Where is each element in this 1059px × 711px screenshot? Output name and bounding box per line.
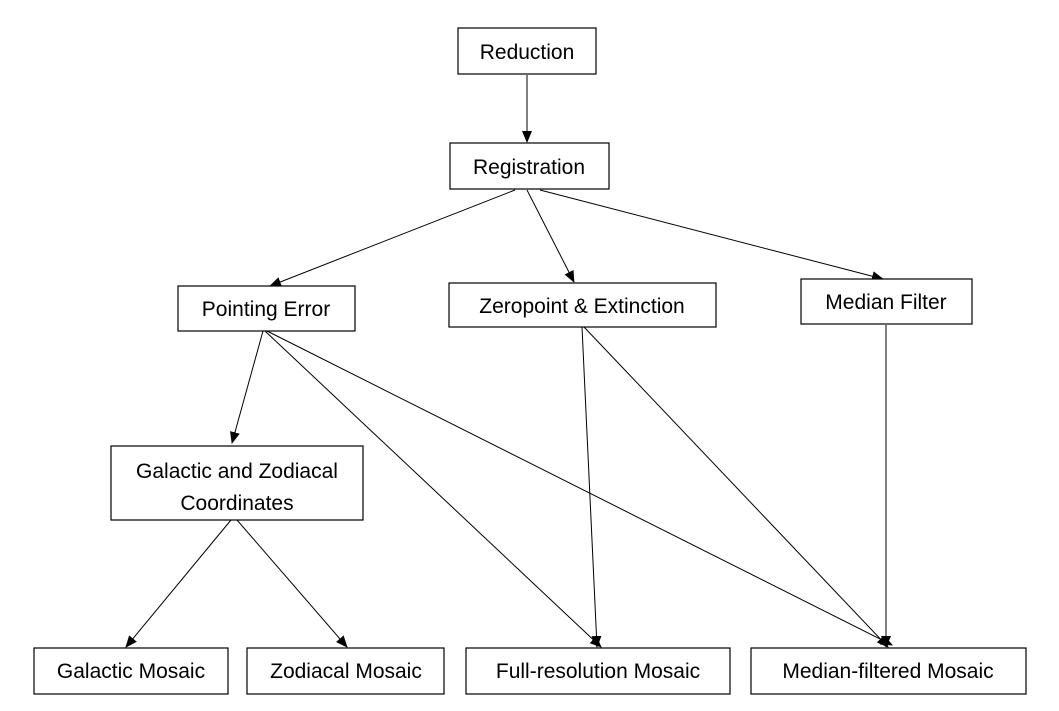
node-reduction-label: Reduction — [480, 41, 575, 64]
node-median-filter-label: Median Filter — [825, 291, 946, 314]
node-zeropoint-extinction-box — [448, 282, 717, 328]
edge-registration-to-median-filter — [539, 189, 884, 282]
node-galactic-mosaic-label: Galactic Mosaic — [57, 660, 205, 683]
node-full-resolution-mosaic-box — [465, 647, 731, 695]
node-full-resolution-mosaic-label: Full-resolution Mosaic — [496, 660, 700, 683]
node-full-resolution-mosaic: Full-resolution Mosaic — [465, 647, 731, 695]
node-reduction-box — [457, 27, 597, 75]
edges — [125, 75, 893, 648]
node-zodiacal-mosaic-label: Zodiacal Mosaic — [270, 660, 422, 683]
node-pointing-error-label: Pointing Error — [202, 298, 330, 321]
node-median-filter: Median Filter — [800, 278, 973, 325]
edge-registration-to-pointing-error — [269, 189, 516, 287]
edge-registration-to-zeropoint-extinction — [526, 189, 575, 283]
edge-galactic-zodiacal-to-zodiacal-mosaic — [236, 519, 348, 648]
node-median-filtered-mosaic-box — [750, 647, 1027, 695]
node-galactic-zodiacal-coordinates: Galactic and Zodiacal Coordinates — [110, 445, 364, 521]
node-galactic-mosaic: Galactic Mosaic — [33, 647, 229, 695]
edge-pointing-error-to-galactic-zodiacal — [230, 330, 264, 444]
node-registration-box — [449, 142, 610, 190]
node-median-filtered-mosaic-label: Median-filtered Mosaic — [782, 660, 993, 683]
node-registration-label: Registration — [473, 156, 585, 179]
node-galactic-mosaic-box — [33, 647, 229, 695]
edge-pointing-error-to-full-resolution-mosaic — [264, 330, 602, 648]
node-zeropoint-extinction: Zeropoint & Extinction — [448, 282, 717, 328]
node-zodiacal-mosaic: Zodiacal Mosaic — [246, 647, 445, 695]
node-galactic-zodiacal-label-line1: Galactic and Zodiacal — [136, 460, 338, 483]
node-median-filtered-mosaic: Median-filtered Mosaic — [750, 647, 1027, 695]
node-pointing-error-box — [177, 285, 356, 332]
node-galactic-zodiacal-label-line2: Coordinates — [180, 492, 293, 515]
edge-zeropoint-to-full-resolution-mosaic — [581, 326, 602, 648]
node-galactic-zodiacal-box — [110, 445, 364, 521]
node-registration: Registration — [449, 142, 610, 190]
node-median-filter-box — [800, 278, 973, 325]
node-reduction: Reduction — [457, 27, 597, 75]
node-pointing-error: Pointing Error — [177, 285, 356, 332]
edge-pointing-error-to-median-filtered-mosaic — [266, 330, 893, 646]
node-zodiacal-mosaic-box — [246, 647, 445, 695]
edge-zeropoint-to-median-filtered-mosaic — [583, 326, 889, 648]
edge-galactic-zodiacal-to-galactic-mosaic — [125, 519, 232, 648]
node-zeropoint-extinction-label: Zeropoint & Extinction — [479, 295, 684, 318]
